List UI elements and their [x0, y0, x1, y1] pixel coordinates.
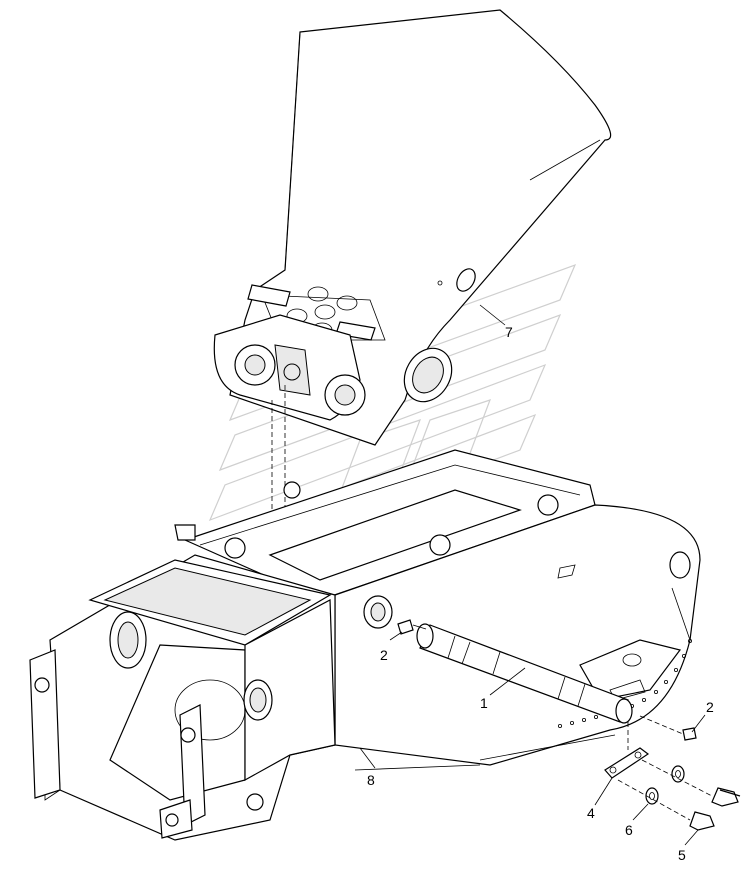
leader-lines — [359, 304, 706, 846]
callout-7: 7 — [505, 324, 513, 340]
callout-2a: 2 — [380, 647, 388, 663]
pin-shaft-part-1 — [416, 623, 633, 724]
grease-fitting-part-2b — [639, 715, 697, 741]
callouts: 7 2 1 2 8 4 6 5 — [367, 324, 714, 863]
callout-2b: 2 — [706, 699, 714, 715]
boom-arm-part-7 — [213, 9, 612, 446]
lock-plate-part-4 — [604, 722, 650, 779]
callout-1: 1 — [480, 695, 488, 711]
callout-8: 8 — [367, 772, 375, 788]
washer-part-6a — [671, 765, 685, 783]
callout-6: 6 — [625, 822, 633, 838]
callout-4: 4 — [587, 805, 595, 821]
callout-5: 5 — [678, 847, 686, 863]
bolt-part-5b — [617, 779, 715, 831]
washer-part-6b — [645, 787, 659, 805]
grease-fitting-part-2a — [397, 619, 427, 635]
main-frame-part-8 — [29, 449, 701, 841]
bolt-part-5a — [641, 759, 741, 807]
